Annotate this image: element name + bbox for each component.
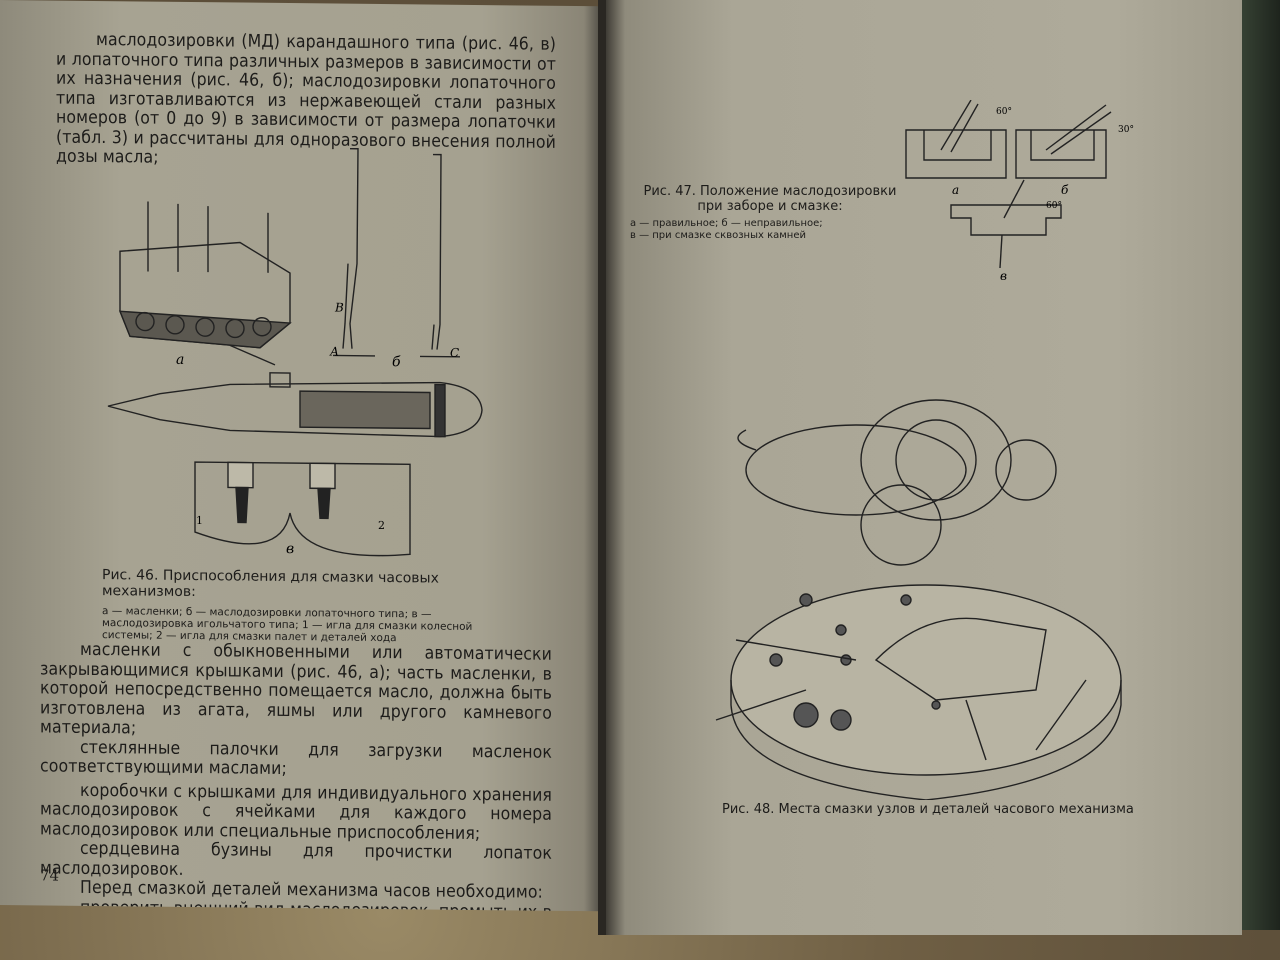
paragraph: сердцевина бузины для прочистки лопаток … xyxy=(40,838,552,880)
figure-48-caption: Рис. 48. Места смазки узлов и деталей ча… xyxy=(722,802,1134,817)
caption-note: в — при смазке сквозных камней xyxy=(630,230,806,241)
paragraph: масленки с обыкновенными или автоматичес… xyxy=(40,639,552,739)
figure-46-drawing: а В А б С 1 2 в xyxy=(107,147,483,557)
label-2: 2 xyxy=(378,519,385,532)
figure-47-drawing: 60° 30° 60° а б в xyxy=(905,100,1134,280)
label-a: а xyxy=(952,183,959,197)
label-B: В xyxy=(334,300,344,314)
paragraph: стеклянные палочки для загрузки масленок… xyxy=(40,737,552,780)
label-1: 1 xyxy=(196,514,203,527)
figure-46-caption: Рис. 46. Приспособления для смазки часов… xyxy=(102,567,522,645)
label-v: в xyxy=(286,541,294,557)
label-b: б xyxy=(392,354,401,370)
paragraph: коробочки с крышками для индивидуального… xyxy=(40,780,552,844)
label-C: С xyxy=(450,346,459,360)
caption-title: Рис. 46. Приспособления для смазки часов… xyxy=(102,567,439,601)
label-v: в xyxy=(1000,269,1007,280)
figure-46: а В А б С 1 2 в Рис. 46. Приспособления … xyxy=(0,0,602,644)
angle-label: 60° xyxy=(1046,201,1062,211)
angle-label: 30° xyxy=(1118,125,1134,135)
label-a: а xyxy=(176,352,184,368)
figure-47-caption: Рис. 47. Положение маслодозировки при за… xyxy=(630,184,910,242)
main-text: масленки с обыкновенными или автоматичес… xyxy=(40,640,552,911)
label-A: А xyxy=(329,344,339,358)
caption-note: а — масленки; б — маслодозировки лопаточ… xyxy=(102,605,473,645)
caption-note: а — правильное; б — неправильное; xyxy=(630,218,823,229)
caption-title: Рис. 47. Положение маслодозировки при за… xyxy=(643,184,897,214)
angle-label: 60° xyxy=(996,107,1012,117)
figure-48-drawing xyxy=(715,399,1122,800)
right-page: 60° 30° 60° а б в Рис. 47. Положение мас… xyxy=(606,0,1242,935)
label-b: б xyxy=(1061,183,1069,197)
left-page: маслодозировки (МД) карандашного типа (р… xyxy=(0,0,602,912)
page-number: 74 xyxy=(40,866,60,885)
